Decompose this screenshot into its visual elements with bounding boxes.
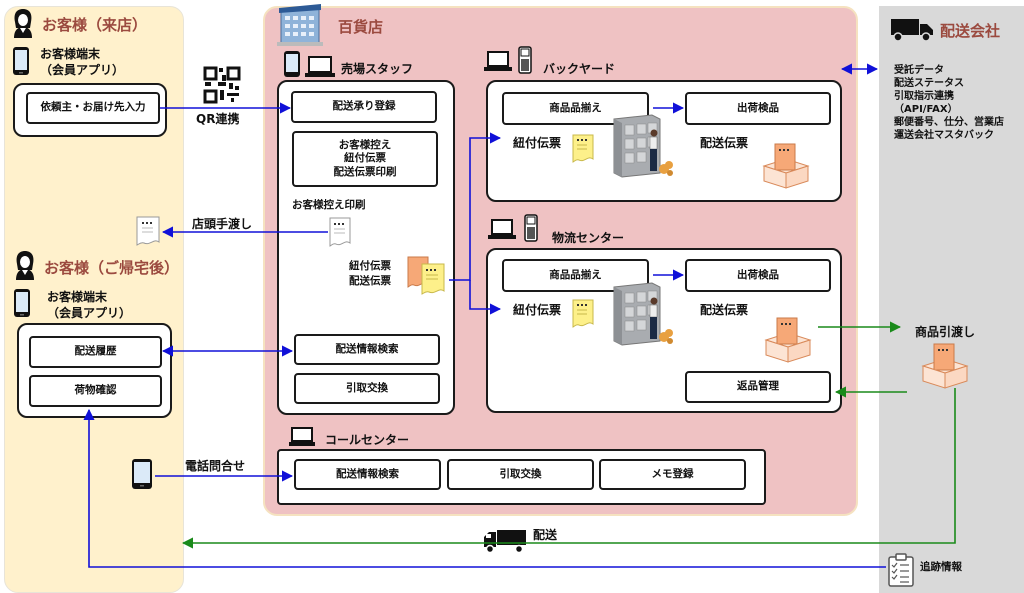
- shipping-box-icon: [762, 143, 810, 189]
- smartphone-icon: [13, 47, 29, 75]
- qr-link-label: QR連携: [196, 112, 240, 126]
- receipt-icon: [136, 216, 160, 246]
- customer-store-title: お客様（来店）: [42, 16, 148, 34]
- goods-handover-label: 商品引渡し: [915, 325, 976, 339]
- warehouse-picking-illustration: [613, 114, 673, 178]
- print-slips-button[interactable]: お客様控え 紐付伝票 配送伝票印刷: [292, 131, 438, 187]
- backyard-inspection-button[interactable]: 出荷検品: [685, 92, 831, 125]
- laptop-icon: [289, 427, 315, 446]
- delivery-truck-icon: [484, 530, 526, 553]
- laptop-icon: [484, 51, 512, 71]
- slips-label: 紐付伝票 配送伝票: [349, 260, 391, 287]
- shipping-box-icon: [921, 343, 969, 389]
- handheld-scanner-icon: [518, 46, 532, 74]
- delivery-slip-stack-icon: [407, 256, 445, 295]
- customer-device-label: お客様端末 （会員アプリ）: [40, 47, 125, 77]
- carrier-data-items: 受託データ 配送ステータス 引取指示連携 （API/FAX） 郵便番号、仕分、営…: [894, 65, 1004, 141]
- delivery-truck-icon: [891, 19, 933, 42]
- package-check-button[interactable]: 荷物確認: [29, 375, 162, 407]
- customer-woman-icon: [16, 251, 34, 280]
- clipboard-checklist-icon: [888, 553, 914, 587]
- handover-label: 店頭手渡し: [192, 217, 253, 231]
- handheld-scanner-icon: [524, 214, 538, 242]
- delivery-label: 配送: [533, 528, 558, 542]
- delivery-history-button[interactable]: 配送履歴: [29, 336, 162, 368]
- smartphone-icon: [14, 289, 30, 317]
- shipping-box-icon: [764, 317, 812, 363]
- sales-staff-title: 売場スタッフ: [341, 62, 414, 76]
- delivery-search-button[interactable]: 配送情報検索: [294, 334, 440, 365]
- phone-inquiry-label: 電話問合せ: [185, 459, 246, 473]
- sender-recipient-input-button[interactable]: 依頼主・お届け先入力: [26, 92, 160, 124]
- qr-code-icon: [203, 66, 241, 104]
- delivery-registration-button[interactable]: 配送承り登録: [291, 91, 437, 123]
- smartphone-icon: [284, 51, 300, 77]
- customer-copy-print-label: お客様控え印刷: [292, 199, 366, 211]
- laptop-icon: [305, 56, 335, 77]
- tracking-info-label: 追跡情報: [920, 561, 962, 573]
- logistics-delivery-slip-label: 配送伝票: [700, 303, 749, 317]
- call-center-title: コールセンター: [325, 433, 410, 447]
- call-center-memo-button[interactable]: メモ登録: [599, 459, 746, 490]
- backyard-tag-slip-label: 紐付伝票: [513, 136, 562, 150]
- department-store-title: 百貨店: [338, 18, 384, 36]
- tag-slip-icon: [572, 134, 594, 163]
- logistics-center-title: 物流センター: [552, 231, 625, 245]
- backyard-title: バックヤード: [543, 62, 616, 76]
- laptop-icon: [488, 219, 516, 239]
- call-center-exchange-button[interactable]: 引取交換: [447, 459, 594, 490]
- tag-slip-icon: [572, 299, 594, 328]
- pickup-exchange-button[interactable]: 引取交換: [294, 373, 440, 404]
- customer-woman-icon: [14, 9, 32, 38]
- logistics-inspection-button[interactable]: 出荷検品: [685, 259, 831, 292]
- smartphone-icon: [132, 459, 152, 489]
- department-store-building-icon: [277, 4, 323, 46]
- logistics-picking-button[interactable]: 商品品揃え: [502, 259, 649, 292]
- logistics-tag-slip-label: 紐付伝票: [513, 303, 562, 317]
- warehouse-picking-illustration: [613, 282, 673, 346]
- carrier-title: 配送会社: [940, 22, 1001, 40]
- customer-home-title: お客様（ご帰宅後）: [44, 259, 180, 277]
- returns-management-button[interactable]: 返品管理: [685, 371, 831, 403]
- receipt-icon: [329, 217, 351, 247]
- customer-home-device-label: お客様端末 （会員アプリ）: [47, 290, 132, 320]
- backyard-delivery-slip-label: 配送伝票: [700, 136, 749, 150]
- call-center-search-button[interactable]: 配送情報検索: [294, 459, 441, 490]
